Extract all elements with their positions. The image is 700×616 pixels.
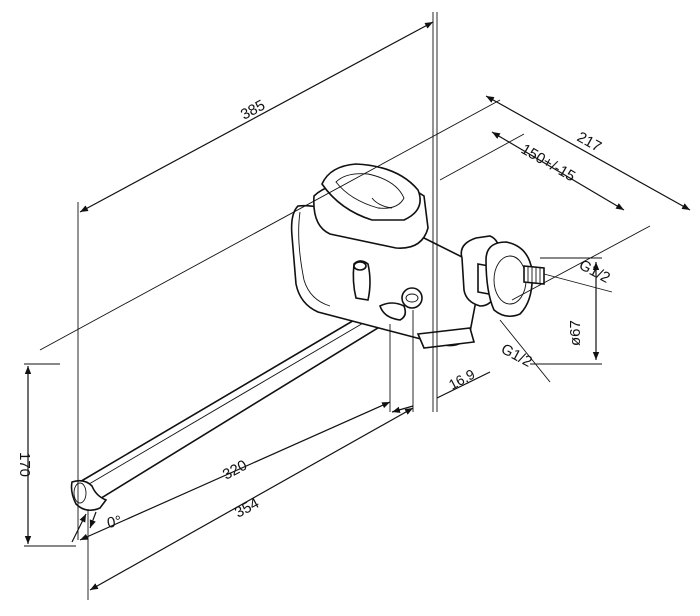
dim-170: 170 <box>16 452 33 477</box>
dim-g12-bottom: G1/2 <box>498 341 535 371</box>
dim-angle-0: 0° <box>106 513 123 532</box>
dim-g12-top: G1/2 <box>576 257 613 287</box>
dim-150: 150+/-15 <box>518 141 578 186</box>
faucet-illustration <box>70 163 545 512</box>
dim-d67: ø67 <box>567 320 584 346</box>
diverter-knob <box>352 260 371 301</box>
dim-217: 217 <box>574 129 604 156</box>
dim-354: 354 <box>232 495 262 522</box>
dim-320: 320 <box>220 457 250 484</box>
extension-lines <box>24 12 651 600</box>
dimension-lines <box>24 21 691 591</box>
front-button <box>401 287 423 309</box>
thread-pipe <box>523 265 545 285</box>
dim-385: 385 <box>238 97 268 124</box>
dim-16-9: 16,9 <box>446 366 478 393</box>
